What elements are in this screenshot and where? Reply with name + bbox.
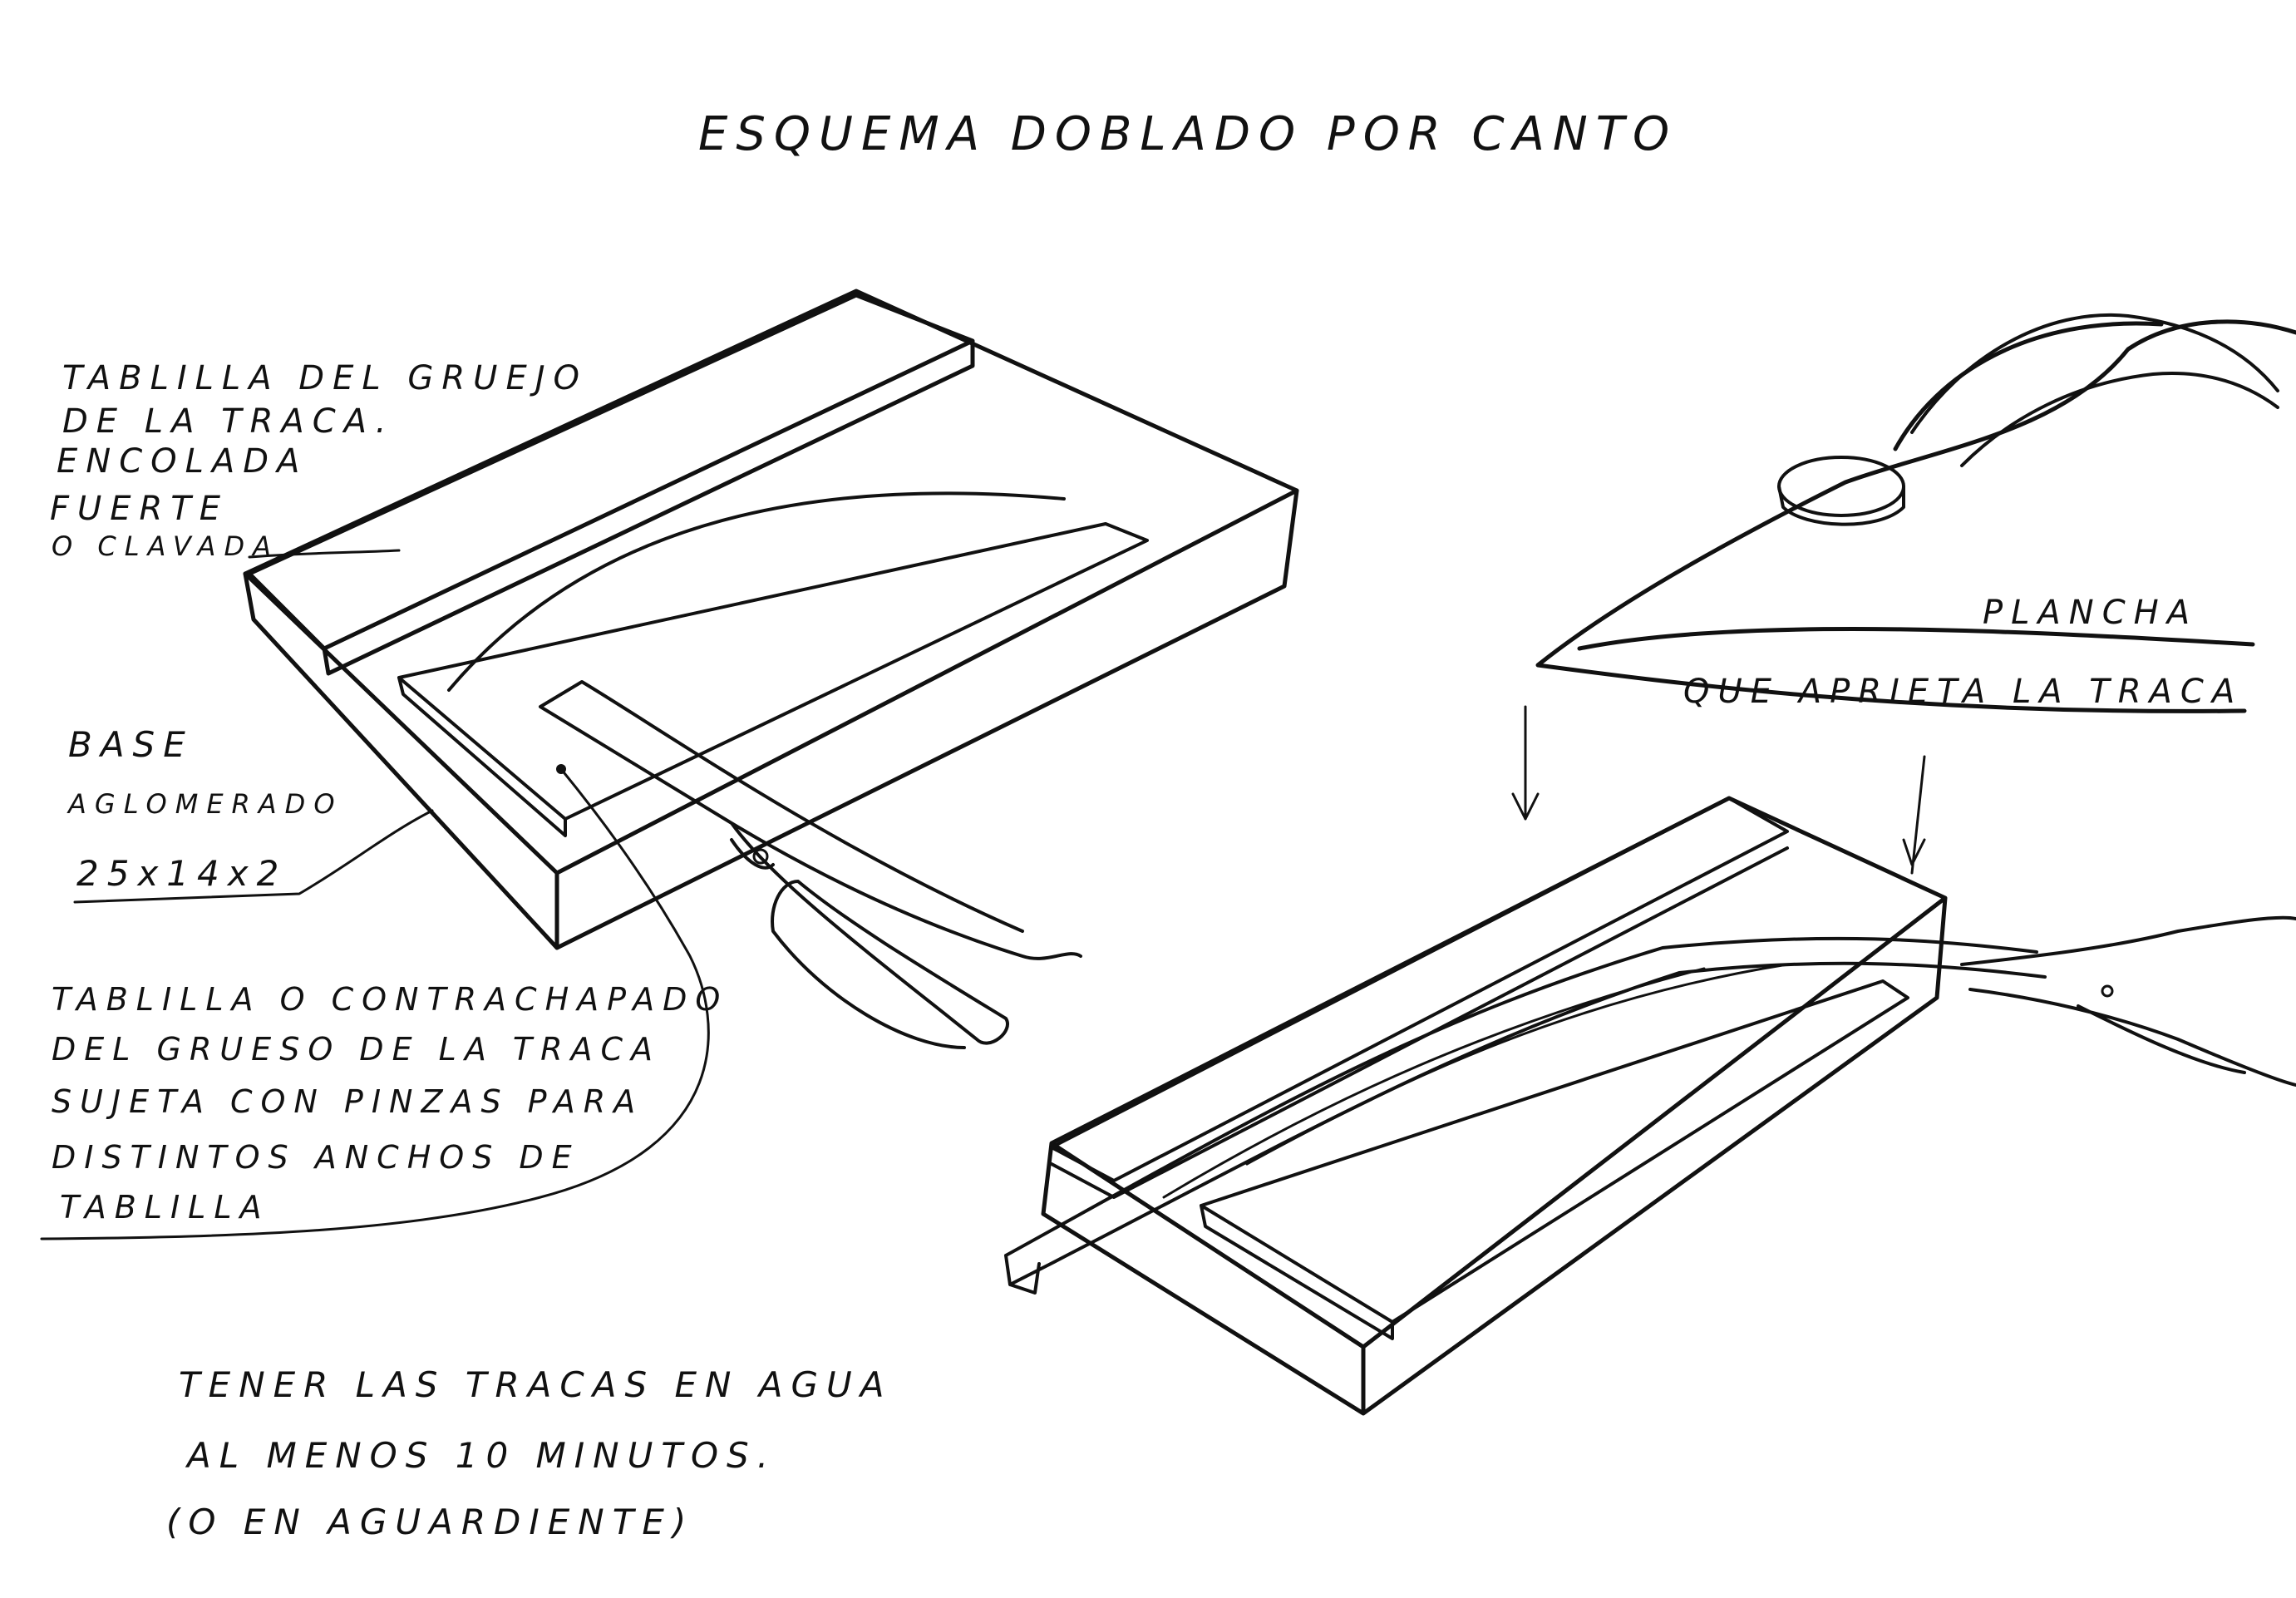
label-line: TABLILLA DEL GRUEJO [62, 359, 588, 397]
label-line: FUERTE [50, 490, 229, 528]
label-line: PLANCHA [1983, 594, 2198, 632]
leader-dot [556, 764, 566, 774]
label-line: DISTINTOS ANCHOS DE [52, 1139, 580, 1176]
iron-handle [1910, 313, 2279, 467]
base-board-side [243, 488, 1299, 950]
arrow-left [1511, 705, 1540, 821]
label-line: O CLAVADA [52, 530, 279, 562]
clamp [539, 680, 1082, 1049]
label-line: DE LA TRACA. [62, 402, 395, 441]
label-line: ENCOLADA [57, 442, 308, 481]
right-fixed-strip [1050, 797, 1789, 1199]
arrow-right [1902, 755, 1926, 875]
note-line: (O EN AGUARDIENTE) [166, 1502, 694, 1542]
label-tabla-fija: TABLILLA DEL GRUEJO DE LA TRACA. ENCOLAD… [50, 359, 588, 562]
note-line: TENER LAS TRACAS EN AGUA [179, 1364, 893, 1405]
leader-tablilla-movil [40, 767, 710, 1240]
label-line: DEL GRUESO DE LA TRACA [52, 1031, 661, 1068]
note-remojo: TENER LAS TRACAS EN AGUA AL MENOS 10 MIN… [166, 1364, 893, 1542]
right-base-board [1041, 796, 1948, 1416]
label-line: BASE [68, 724, 194, 765]
label-line: TABLILLA O CONTRACHAPADO [52, 981, 728, 1018]
movable-board [397, 522, 1149, 837]
note-line: AL MENOS 10 MINUTOS. [185, 1435, 776, 1476]
holding-clamp [1960, 915, 2296, 1087]
page-title: ESQUEMA DOBLADO POR CANTO [698, 107, 1678, 161]
right-movable-board [1200, 979, 1909, 1340]
fixed-strip [247, 293, 975, 676]
iron [1535, 319, 2296, 713]
label-line: SUJETA CON PINZAS PARA [52, 1083, 643, 1120]
clamp-pivot [752, 848, 769, 865]
iron-knob-side [1777, 485, 1905, 526]
label-line: QUE APRIETA LA TRACA [1683, 673, 2243, 711]
label-base: BASE AGLOMERADO 25x14x2 [67, 724, 343, 894]
traca-grain [1162, 963, 1789, 1199]
left-jig-drawing [40, 289, 1299, 1240]
label-line: TABLILLA [60, 1189, 270, 1226]
curve-template [447, 491, 1066, 692]
label-line: AGLOMERADO [67, 788, 343, 820]
label-plancha: PLANCHA QUE APRIETA LA TRACA [1683, 594, 2243, 711]
leader-tabla-fija [248, 549, 401, 559]
leader-base [73, 809, 434, 904]
clamp-pivot-right [2101, 984, 2114, 998]
label-tablilla-movil: TABLILLA O CONTRACHAPADO DEL GRUESO DE L… [52, 981, 728, 1226]
label-line: 25x14x2 [76, 853, 287, 894]
right-jig-drawing [1004, 313, 2296, 1416]
